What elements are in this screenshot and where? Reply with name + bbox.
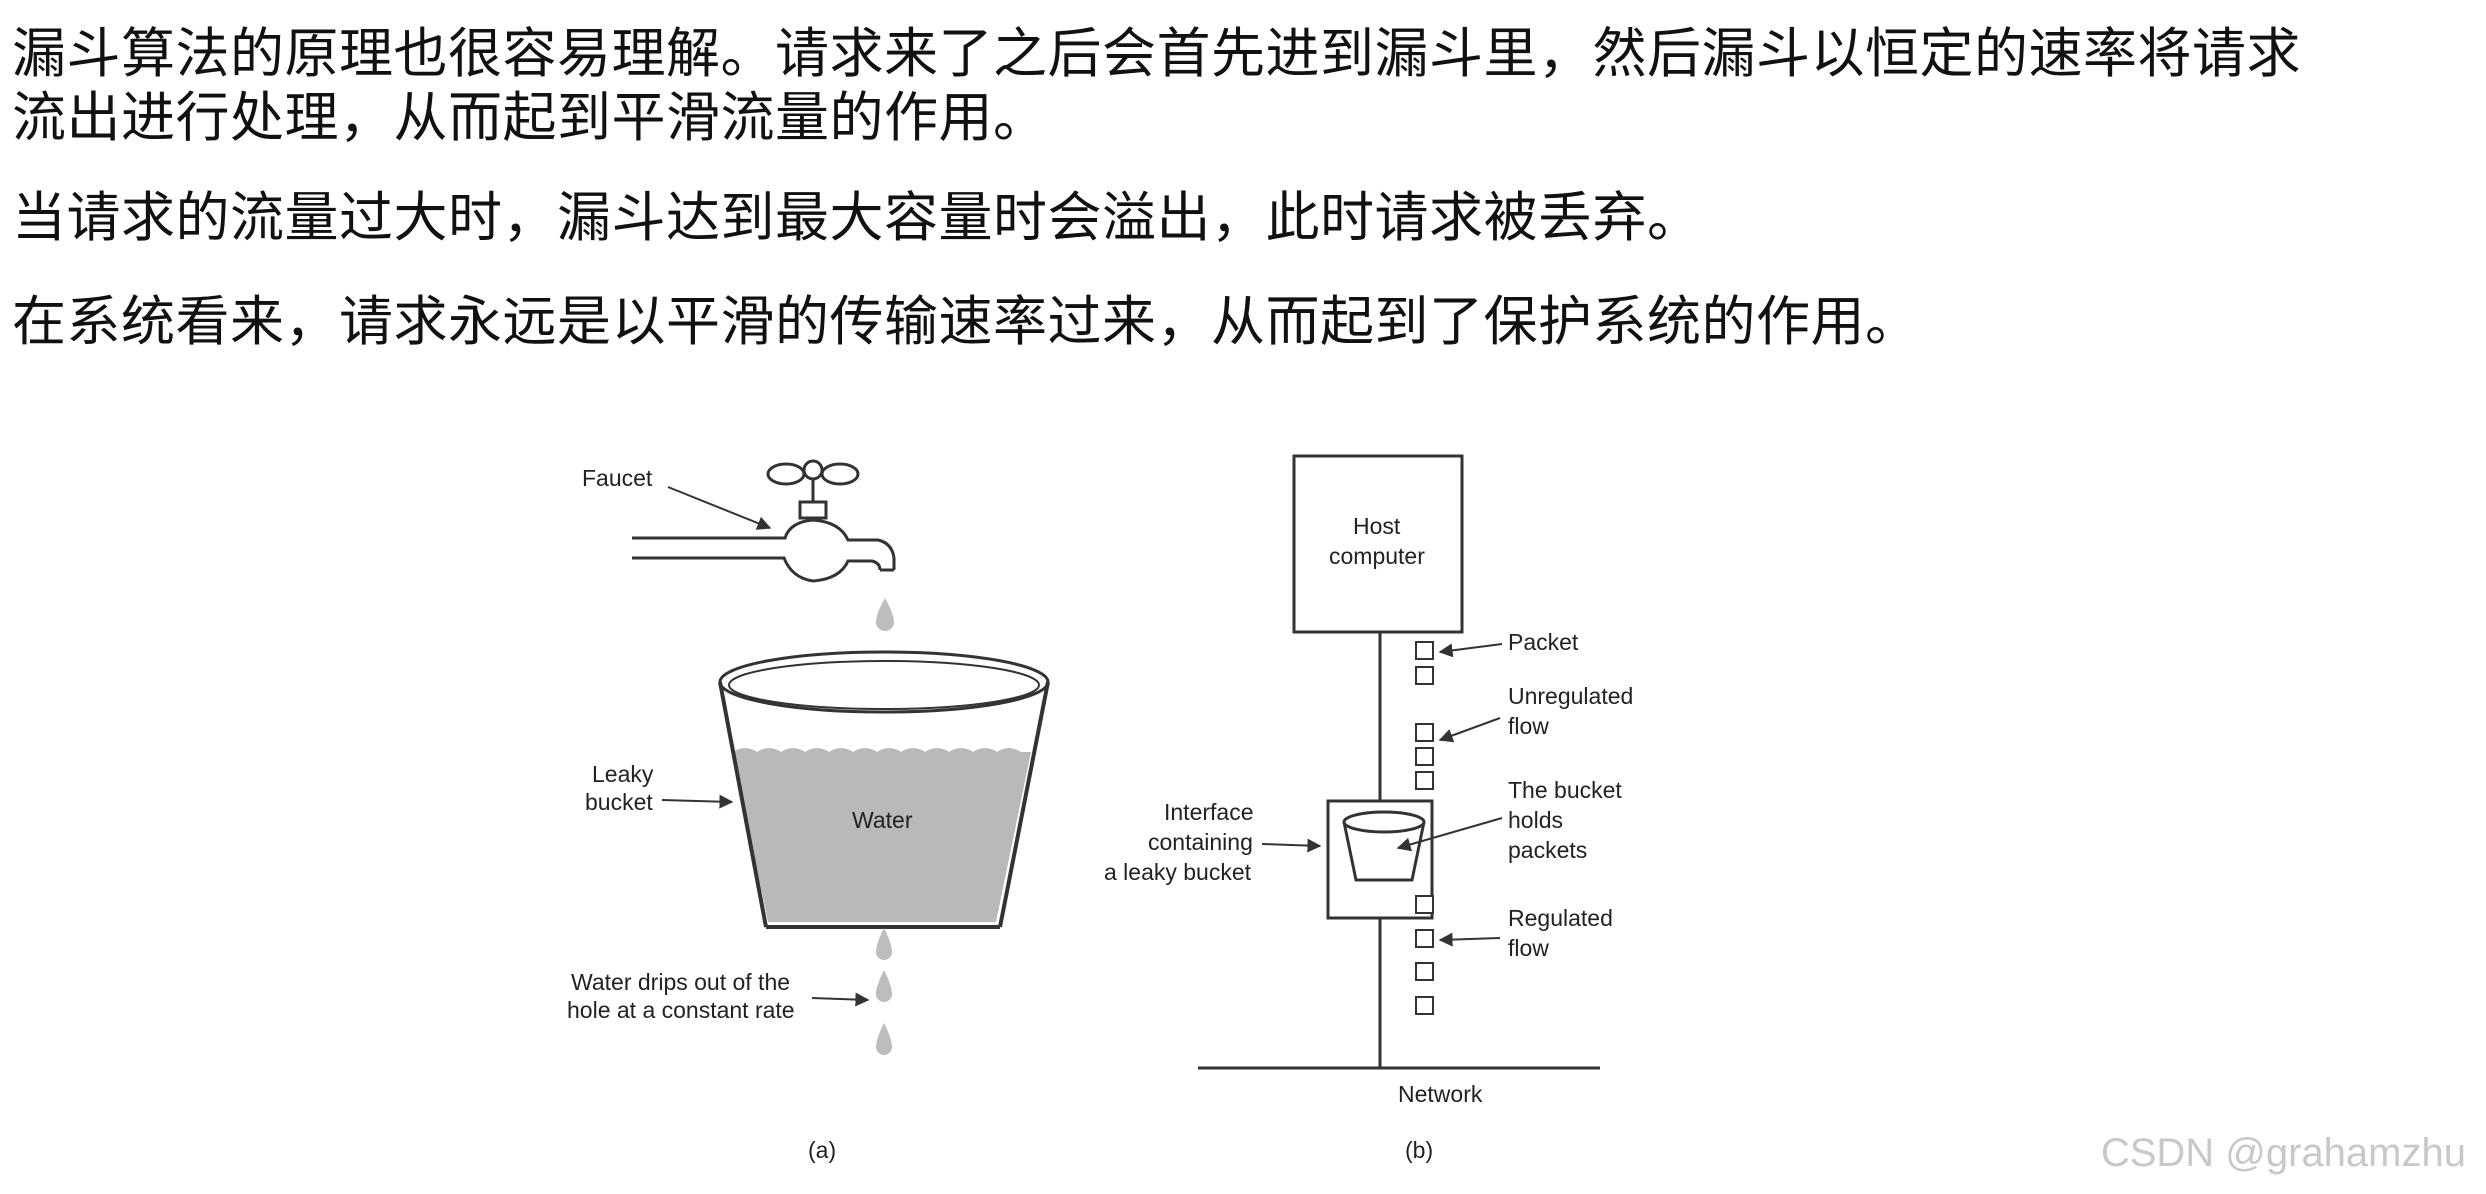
csdn-watermark: CSDN @grahamzhu <box>2100 1131 2466 1175</box>
water-drop-icon <box>876 598 894 631</box>
packet-box <box>1415 996 1434 1015</box>
packet-box <box>1415 895 1434 914</box>
bucket-holds-label-line-3: packets <box>1508 837 1587 863</box>
unregulated-label-line-1: Unregulated <box>1508 683 1633 709</box>
figure-b-caption: (b) <box>1405 1137 1433 1163</box>
host-label-line-1: Host <box>1353 513 1401 539</box>
small-bucket-icon <box>1342 810 1426 882</box>
paragraph-principle: 漏斗算法的原理也很容易理解。请求来了之后会首先进到漏斗里，然后漏斗以恒定的速率将… <box>12 22 2301 150</box>
packet-box <box>1415 747 1434 766</box>
unregulated-label-line-2: flow <box>1508 713 1549 739</box>
host-label-line-2: computer <box>1329 543 1425 569</box>
water-drop-icon <box>876 1023 892 1055</box>
paragraph-overflow: 当请求的流量过大时，漏斗达到最大容量时会溢出，此时请求被丢弃。 <box>12 186 1702 249</box>
packet-box <box>1415 929 1434 948</box>
leaky-bucket-label-line-1: Leaky <box>592 761 654 787</box>
drips-label-line-1: Water drips out of the <box>571 969 790 995</box>
interface-label-line-3: a leaky bucket <box>1104 859 1252 885</box>
host-computer-box <box>1292 454 1464 634</box>
figure-b-network-bucket: Host computer Packet Unregulated flow Th… <box>1104 454 1633 1163</box>
leaky-bucket-icon <box>718 650 1050 929</box>
regulated-label-line-2: flow <box>1508 935 1549 961</box>
interface-label-line-2: containing <box>1148 829 1253 855</box>
packet-box <box>1415 723 1434 742</box>
network-label: Network <box>1398 1081 1483 1107</box>
regulated-label-line-1: Regulated <box>1508 905 1613 931</box>
bucket-holds-label-line-1: The bucket <box>1508 777 1622 803</box>
drips-label-line-2: hole at a constant rate <box>567 997 795 1023</box>
paragraph-principle-line-1: 漏斗算法的原理也很容易理解。请求来了之后会首先进到漏斗里，然后漏斗以恒定的速率将… <box>12 22 2301 85</box>
packet-box <box>1415 962 1434 981</box>
bucket-holds-label-line-2: holds <box>1508 807 1563 833</box>
paragraph-principle-line-2: 流出进行处理，从而起到平滑流量的作用。 <box>12 86 1048 149</box>
figure-a-caption: (a) <box>808 1137 836 1163</box>
leaky-bucket-label-line-2: bucket <box>585 789 653 815</box>
faucet-label: Faucet <box>582 465 653 491</box>
packet-label: Packet <box>1508 629 1579 655</box>
water-drop-icon <box>876 970 892 1002</box>
packet-box <box>1415 666 1434 685</box>
interface-label-line-1: Interface <box>1164 799 1254 825</box>
leaky-bucket-diagram: Faucet Leaky bucket Water Water drips ou… <box>567 454 1633 1163</box>
water-drop-icon <box>876 928 892 960</box>
packet-box <box>1415 641 1434 660</box>
packet-box <box>1415 771 1434 790</box>
paragraph-protection: 在系统看来，请求永远是以平滑的传输速率过来，从而起到了保护系统的作用。 <box>12 290 1920 353</box>
water-label: Water <box>852 807 913 833</box>
figure-a-water-bucket: Faucet Leaky bucket Water Water drips ou… <box>567 459 1050 1163</box>
faucet-icon <box>632 459 896 583</box>
